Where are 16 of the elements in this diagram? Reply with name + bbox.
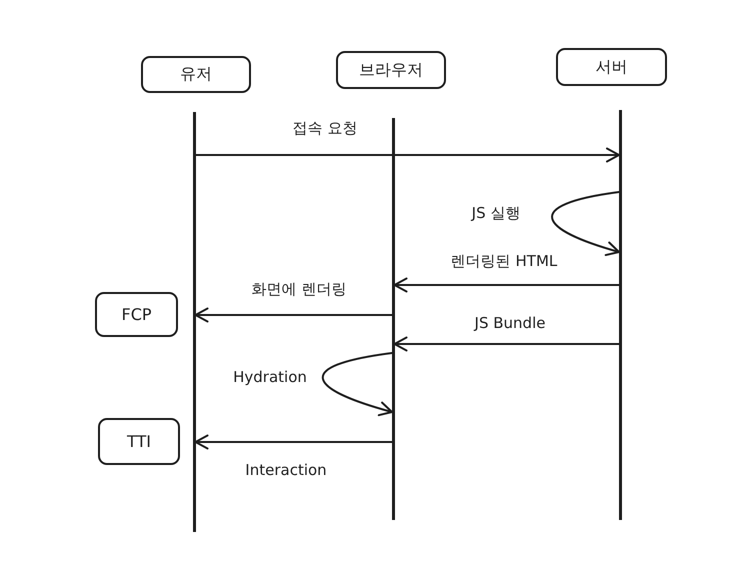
participant-box: 유저 (141, 56, 251, 93)
lifeline (193, 112, 196, 532)
message-arrow (194, 308, 393, 322)
message-arrow (394, 336, 620, 352)
milestone-box: FCP (95, 292, 178, 337)
self-message-arrow (322, 352, 393, 416)
message-arrow (194, 434, 393, 450)
message-label: JS Bundle (472, 314, 548, 332)
lifeline (619, 110, 622, 520)
participant-box: 서버 (556, 48, 667, 86)
self-message-arrow (551, 191, 620, 256)
participant-box: 브라우저 (336, 51, 446, 89)
message-arrow (394, 278, 620, 292)
lifeline (392, 118, 394, 520)
message-arrow (194, 148, 620, 162)
milestone-box: TTI (98, 418, 180, 465)
